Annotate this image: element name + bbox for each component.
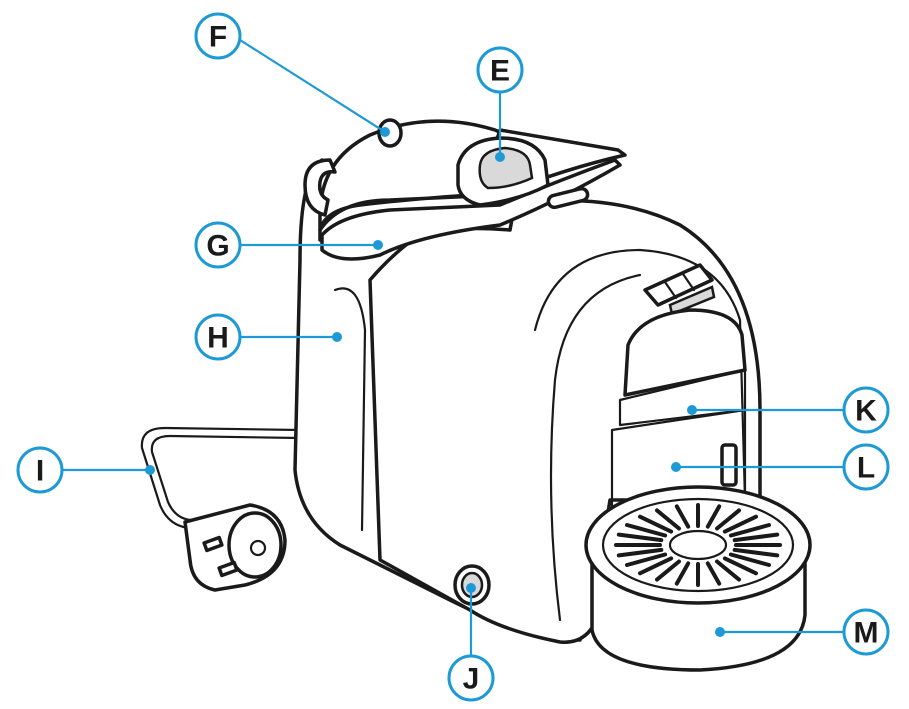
label-i: I (16, 446, 64, 494)
brew-outlet (618, 308, 747, 427)
svg-text:M: M (854, 617, 879, 650)
drip-tray-slot (655, 508, 681, 531)
drip-tray-slot (655, 559, 681, 582)
drip-tray-slot (674, 561, 691, 586)
svg-text:J: J (463, 663, 480, 696)
drip-tray-slot (705, 561, 722, 586)
svg-text:K: K (855, 395, 877, 428)
label-l: L (842, 443, 890, 491)
drip-tray-slot (638, 514, 674, 534)
drip-tray-slot (715, 508, 741, 531)
drip-tray-slot (732, 532, 780, 543)
drip-tray-slot (705, 504, 722, 529)
drip-tray-slot (722, 514, 758, 534)
power-plug (183, 503, 287, 592)
label-m: M (842, 608, 890, 656)
leader-lines (62, 39, 843, 655)
svg-text:G: G (206, 230, 229, 263)
drip-tray (584, 485, 812, 672)
drip-tray-slot (616, 547, 664, 558)
control-buttons (643, 263, 716, 316)
svg-text:H: H (207, 322, 229, 355)
drip-tray-slot (728, 552, 771, 567)
drip-tray-slot (728, 523, 771, 538)
svg-text:E: E (490, 55, 510, 88)
power-cord (140, 426, 302, 530)
drip-tray-slot (616, 532, 664, 543)
leader-f (239, 39, 386, 133)
label-k: K (842, 386, 890, 434)
drip-tray-grid (614, 503, 782, 587)
label-g: G (194, 221, 242, 269)
drip-tray-slot (722, 556, 758, 576)
drip-tray-slot (715, 559, 741, 582)
capsule-holder (456, 136, 590, 210)
label-f: F (194, 12, 242, 60)
drip-tray-slot (674, 504, 691, 529)
label-h: H (194, 313, 242, 361)
drip-tray-slot (625, 523, 668, 538)
label-e: E (476, 46, 524, 94)
svg-text:I: I (36, 455, 44, 488)
drip-tray-slot (625, 552, 668, 567)
svg-text:F: F (209, 21, 227, 54)
drip-tray-slot (638, 556, 674, 576)
label-j: J (447, 654, 495, 702)
svg-text:L: L (857, 452, 875, 485)
machine-body (293, 158, 762, 644)
top-knob (377, 118, 403, 148)
drip-tray-slot (732, 547, 780, 558)
